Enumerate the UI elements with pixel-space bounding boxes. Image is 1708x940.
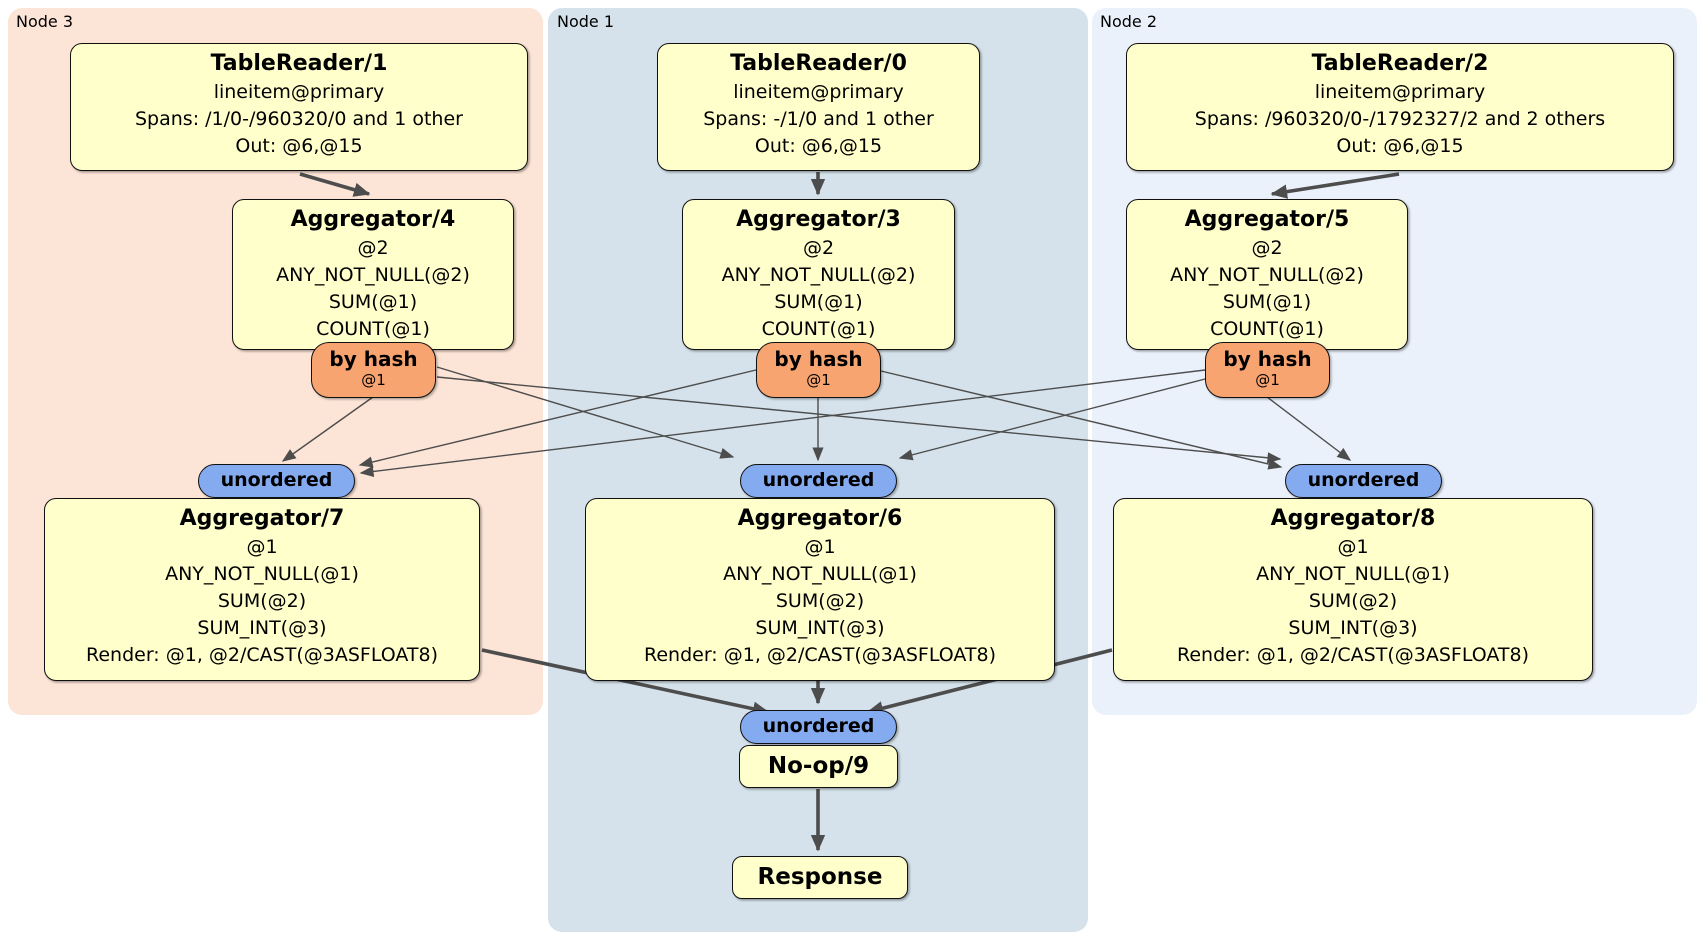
aggregator4-fn1: ANY_NOT_NULL(@2)	[276, 264, 470, 286]
tablereader1-spans: Spans: /1/0-/960320/0 and 1 other	[135, 108, 463, 130]
aggregator6-title: Aggregator/6	[737, 506, 903, 531]
final-unordered-sync: unordered	[740, 710, 897, 744]
aggregator5-fn2: SUM(@1)	[1222, 291, 1312, 313]
aggregator8-title: Aggregator/8	[1270, 506, 1436, 531]
edge-router2-sync2	[1266, 396, 1352, 461]
aggregator7-fn2: SUM(@2)	[217, 590, 307, 612]
node1-unordered-sync: unordered	[740, 464, 897, 498]
aggregator5-box: Aggregator/5 @2 ANY_NOT_NULL(@2) SUM(@1)…	[1126, 199, 1408, 350]
aggregator7-group: @1	[246, 536, 278, 558]
tablereader2-title: TableReader/2	[1311, 51, 1489, 76]
edge-agg8-finalsync	[866, 648, 1113, 716]
aggregator7-fn1: ANY_NOT_NULL(@1)	[165, 563, 359, 585]
edge-router3-sync2	[436, 376, 1282, 464]
aggregator8-fn3: SUM_INT(@3)	[1288, 617, 1418, 639]
tablereader0-box: TableReader/0 lineitem@primary Spans: -/…	[657, 43, 980, 171]
node1-label: Node 1	[557, 12, 615, 31]
edge-router3-sync3	[281, 396, 374, 462]
aggregator7-render: Render: @1, @2/CAST(@3ASFLOAT8)	[86, 644, 438, 666]
node1-hash-router: by hash @1	[756, 342, 881, 398]
node1-hash-router-key: @1	[806, 371, 831, 389]
aggregator8-render: Render: @1, @2/CAST(@3ASFLOAT8)	[1177, 644, 1529, 666]
aggregator5-fn3: COUNT(@1)	[1210, 318, 1324, 340]
edge-agg7-finalsync	[481, 648, 770, 716]
aggregator3-title: Aggregator/3	[736, 207, 901, 232]
aggregator4-title: Aggregator/4	[290, 207, 456, 232]
aggregator3-fn1: ANY_NOT_NULL(@2)	[721, 264, 916, 286]
tablereader1-index: lineitem@primary	[213, 81, 385, 103]
tablereader1-out: Out: @6,@15	[235, 135, 363, 157]
tablereader2-spans: Spans: /960320/0-/1792327/2 and 2 others	[1194, 108, 1606, 130]
noop9-box: No-op/9	[739, 745, 898, 788]
aggregator7-box: Aggregator/7 @1 ANY_NOT_NULL(@1) SUM(@2)…	[44, 498, 480, 681]
aggregator4-box: Aggregator/4 @2 ANY_NOT_NULL(@2) SUM(@1)…	[232, 199, 514, 350]
aggregator5-fn1: ANY_NOT_NULL(@2)	[1170, 264, 1364, 286]
aggregator8-group: @1	[1337, 536, 1369, 558]
aggregator7-title: Aggregator/7	[179, 506, 345, 531]
aggregator3-group: @2	[802, 237, 835, 259]
tablereader0-index: lineitem@primary	[733, 81, 904, 103]
node3-hash-router-label: by hash	[329, 347, 418, 371]
aggregator7-fn3: SUM_INT(@3)	[197, 617, 327, 639]
aggregator4-fn2: SUM(@1)	[328, 291, 418, 313]
aggregator4-fn3: COUNT(@1)	[316, 318, 430, 340]
aggregator6-fn1: ANY_NOT_NULL(@1)	[723, 563, 917, 585]
edge-router1-sync3	[358, 369, 757, 468]
tablereader2-index: lineitem@primary	[1314, 81, 1486, 103]
tablereader0-spans: Spans: -/1/0 and 1 other	[703, 108, 934, 130]
edge-router2-sync1	[898, 378, 1206, 461]
node1-hash-router-label: by hash	[774, 347, 863, 371]
node3-hash-router-key: @1	[361, 371, 386, 389]
aggregator6-group: @1	[804, 536, 836, 558]
tablereader0-title: TableReader/0	[730, 51, 907, 76]
edge-router2-sync3	[359, 369, 1206, 478]
aggregator6-fn3: SUM_INT(@3)	[755, 617, 885, 639]
node2-label: Node 2	[1100, 12, 1158, 31]
node2-unordered-sync: unordered	[1285, 464, 1442, 498]
tablereader2-box: TableReader/2 lineitem@primary Spans: /9…	[1126, 43, 1674, 171]
edge-tr1-agg4	[299, 172, 371, 197]
aggregator5-title: Aggregator/5	[1184, 207, 1350, 232]
aggregator3-box: Aggregator/3 @2 ANY_NOT_NULL(@2) SUM(@1)…	[682, 199, 955, 350]
tablereader1-box: TableReader/1 lineitem@primary Spans: /1…	[70, 43, 528, 171]
node3-label: Node 3	[16, 12, 74, 31]
node2-hash-router-key: @1	[1255, 371, 1280, 389]
aggregator8-box: Aggregator/8 @1 ANY_NOT_NULL(@1) SUM(@2)…	[1113, 498, 1593, 681]
aggregator3-fn2: SUM(@1)	[774, 291, 863, 313]
edge-router3-sync1	[436, 366, 735, 459]
edge-tr2-agg5	[1270, 172, 1400, 199]
aggregator5-group: @2	[1251, 237, 1283, 259]
aggregator6-box: Aggregator/6 @1 ANY_NOT_NULL(@1) SUM(@2)…	[585, 498, 1055, 681]
aggregator3-fn3: COUNT(@1)	[761, 318, 876, 340]
aggregator4-group: @2	[357, 237, 389, 259]
node3-hash-router: by hash @1	[311, 342, 436, 398]
tablereader2-out: Out: @6,@15	[1336, 135, 1464, 157]
node2-hash-router: by hash @1	[1205, 342, 1330, 398]
tablereader0-out: Out: @6,@15	[754, 135, 883, 157]
aggregator6-render: Render: @1, @2/CAST(@3ASFLOAT8)	[644, 644, 996, 666]
aggregator8-fn1: ANY_NOT_NULL(@1)	[1256, 563, 1450, 585]
node2-hash-router-label: by hash	[1223, 347, 1312, 371]
aggregator6-fn2: SUM(@2)	[775, 590, 865, 612]
aggregator8-fn2: SUM(@2)	[1308, 590, 1398, 612]
node3-unordered-sync: unordered	[198, 464, 355, 498]
response-box: Response	[732, 856, 908, 899]
edge-router1-sync2	[880, 370, 1283, 470]
tablereader1-title: TableReader/1	[210, 51, 388, 76]
